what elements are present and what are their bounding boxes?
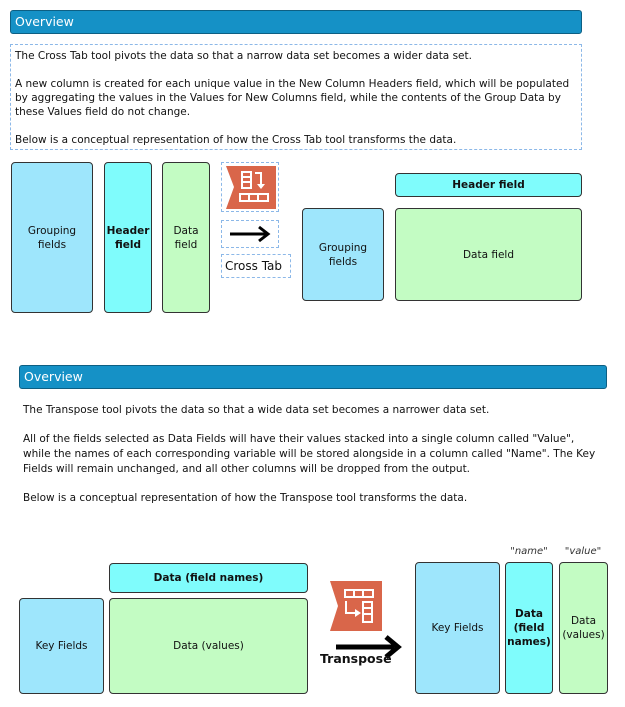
description-paragraph: All of the fields selected as Data Field… [23,433,596,475]
description-paragraph: The Transpose tool pivots the data so th… [23,404,490,416]
transpose-label: Transpose [320,651,392,666]
input-data-values-box: Data (values) [109,598,308,694]
transpose-description: The Transpose tool pivots the data so th… [23,403,603,520]
transpose-tool-icon[interactable] [330,581,382,631]
output-key-fields-box: Key Fields [415,562,500,694]
description-paragraph: The Cross Tab tool pivots the data so th… [15,50,472,62]
crosstab-overview-header[interactable]: Overview [10,10,582,34]
transpose-overview-header[interactable]: Overview [19,365,607,389]
input-field-names-box: Data (field names) [109,563,308,593]
header-field-box: Header field [104,162,152,313]
arrow-right-icon [334,633,406,661]
name-caption: "name" [510,546,548,557]
output-data-field-box: Data field [395,208,582,301]
output-field-names-box: Data (field names) [505,562,553,694]
crosstab-description: The Cross Tab tool pivots the data so th… [10,44,582,150]
grouping-fields-box: Grouping fields [11,162,93,313]
cross-tab-tool-icon[interactable] [221,162,279,212]
output-values-box: Data (values) [559,562,608,694]
description-paragraph: Below is a conceptual representation of … [15,134,457,146]
output-grouping-fields-box: Grouping fields [302,208,384,301]
input-key-fields-box: Key Fields [19,598,104,694]
value-caption: "value" [564,546,602,557]
output-header-field-box: Header field [395,173,582,197]
description-paragraph: Below is a conceptual representation of … [23,492,468,504]
description-paragraph: A new column is created for each unique … [15,78,570,118]
arrow-right-icon [221,220,279,248]
cross-tab-label: Cross Tab [221,254,291,278]
data-field-box: Data field [162,162,210,313]
